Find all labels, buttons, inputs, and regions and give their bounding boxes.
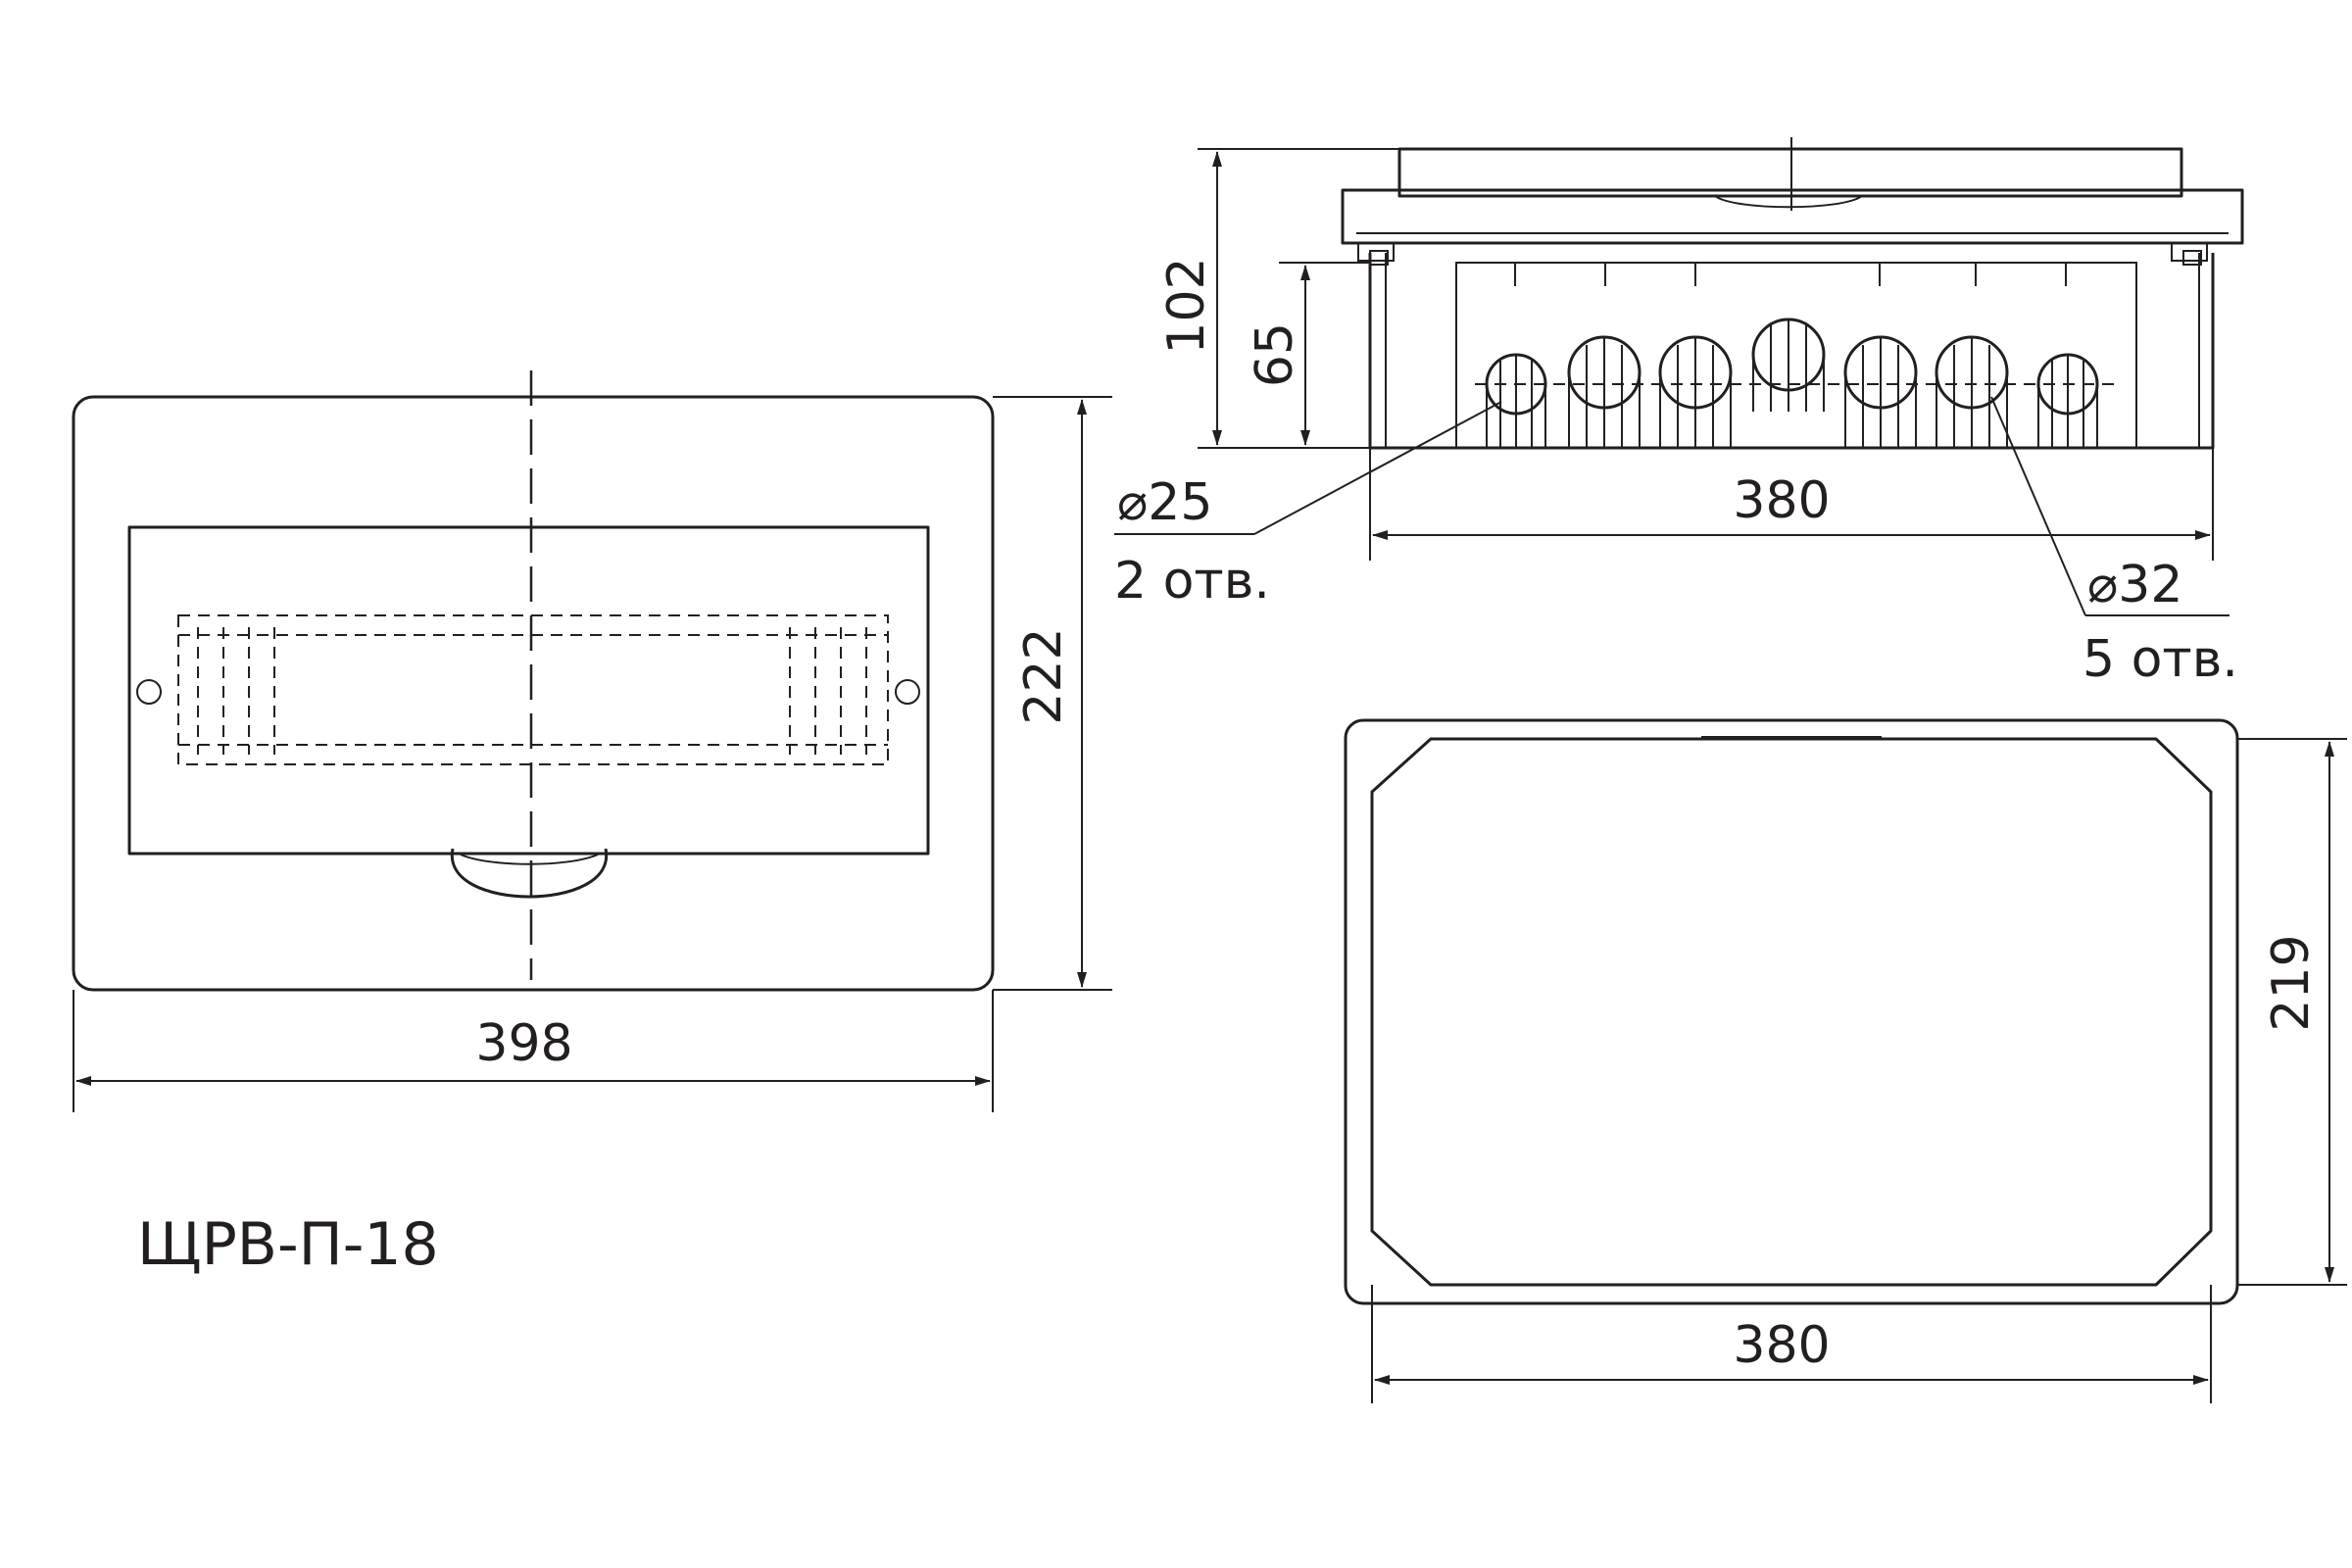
front-height-label: 222: [1014, 627, 1073, 724]
large-hole-diameter: ⌀32: [2087, 556, 2182, 614]
side-width-label: 380: [1733, 471, 1830, 530]
hole-large: [1935, 335, 2009, 448]
screw-right: [895, 679, 920, 705]
side-view: 102 65 380 ⌀25 2 отв. ⌀32 5 отв.: [1114, 137, 2244, 689]
back-inner-panel: [1370, 737, 2213, 1287]
back-width-label: 380: [1733, 1316, 1830, 1375]
door-handle: [450, 848, 609, 899]
hole-small: [1485, 353, 1547, 448]
front-window: [127, 525, 930, 856]
side-body-depth-label: 65: [1246, 322, 1304, 387]
small-hole-diameter: ⌀25: [1117, 473, 1212, 532]
inner-wall: [1455, 262, 2137, 449]
front-width-label: 398: [475, 1014, 572, 1073]
hole-small: [2036, 353, 2099, 448]
box-body: [1368, 253, 2215, 450]
leader-32: [1990, 396, 2086, 616]
back-outline: [1344, 718, 2239, 1305]
lid-frame: [1341, 188, 2244, 245]
back-view: 380 219: [1344, 718, 2347, 1403]
side-depth-label: 102: [1157, 257, 1216, 354]
hole-large-center: [1751, 318, 1826, 412]
knockout-holes: [1475, 318, 2117, 448]
hole-large: [1843, 335, 1918, 448]
small-hole-count: 2 отв.: [1114, 552, 1270, 611]
back-height-label: 219: [2262, 934, 2321, 1031]
din-rail-hidden: [177, 614, 889, 765]
screw-left: [136, 679, 162, 705]
lid-handle: [1714, 195, 1863, 209]
model-title: ЩРВ-П-18: [137, 1210, 439, 1279]
front-view: 398 222: [72, 370, 1112, 1112]
hole-large: [1658, 335, 1733, 448]
front-panel-outline: [72, 395, 995, 992]
hole-large: [1567, 335, 1642, 448]
ribs: [1514, 263, 2067, 286]
large-hole-count: 5 отв.: [2082, 630, 2238, 689]
